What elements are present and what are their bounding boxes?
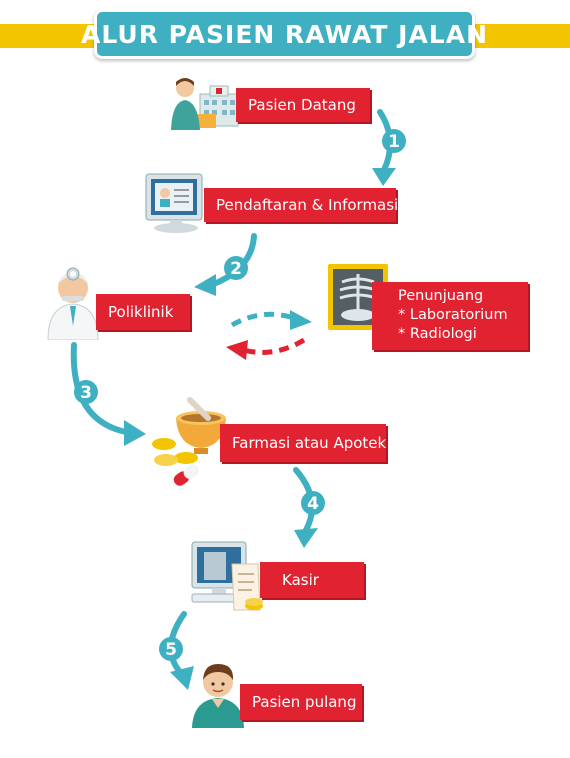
flow-arrow-5: 5: [159, 611, 194, 690]
step-number-4: 4: [307, 494, 319, 514]
step-label-pendaftaran: Pendaftaran & Informasi: [204, 188, 398, 222]
pharmacy-icon: [150, 396, 234, 486]
page-title: ALUR PASIEN RAWAT JALAN: [81, 9, 487, 59]
step-label-pasien-datang: Pasien Datang: [236, 88, 370, 122]
step-number-5: 5: [165, 640, 177, 660]
flow-arrow-3: 3: [70, 342, 146, 446]
cashier-icon: [186, 540, 266, 614]
step-label-kasir: Kasir: [260, 562, 364, 598]
patient-hospital-icon: [170, 76, 240, 132]
step-label-pasien-pulang: Pasien pulang: [240, 684, 362, 720]
step-number-2: 2: [230, 259, 242, 279]
flow-arrow-2: 2: [194, 233, 257, 296]
patient-icon: [190, 660, 246, 728]
registration-monitor-icon: [140, 170, 208, 234]
penunjang-line-2: * Laboratorium: [398, 307, 508, 323]
penunjang-line-1: Penunjuang: [398, 288, 484, 304]
step-number-1: 1: [388, 132, 400, 152]
bidirectional-arrow: [226, 310, 312, 360]
flow-arrow-1: 1: [372, 109, 406, 186]
penunjang-line-3: * Radiologi: [398, 326, 477, 342]
step-number-3: 3: [80, 383, 92, 403]
flow-arrow-4: 4: [293, 467, 325, 548]
penunjang-label: Penunjuang * Laboratorium * Radiologi: [372, 282, 528, 350]
step-label-poliklinik: Poliklinik: [96, 294, 190, 330]
step-label-farmasi: Farmasi atau Apotek: [220, 424, 386, 462]
doctor-icon: [44, 264, 102, 341]
